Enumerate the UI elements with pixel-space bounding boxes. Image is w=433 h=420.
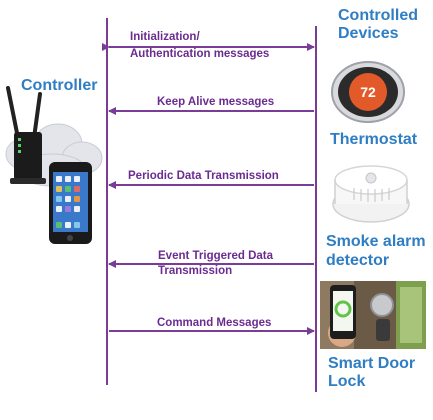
smart-door-lock-label-line1: Smart Door — [328, 355, 416, 372]
thermostat-label: Thermostat — [330, 131, 418, 148]
controlled-devices-title-line2: Devices — [338, 25, 399, 42]
smartphone-icon — [49, 162, 92, 244]
message-command: Command Messages — [157, 317, 272, 329]
smart-door-lock-label-line2: Lock — [328, 373, 366, 390]
message-periodic-data: Periodic Data Transmission — [128, 170, 279, 182]
thermostat-display: 72 — [360, 84, 376, 100]
smoke-detector-image — [332, 165, 410, 223]
smoke-alarm-label-line1: Smoke alarm — [326, 233, 426, 250]
message-keep-alive: Keep Alive messages — [157, 96, 275, 108]
controller-router-phone-image — [5, 86, 103, 244]
router-icon — [6, 86, 46, 184]
smart-door-lock-image — [320, 281, 426, 349]
thermostat-image: 72 — [331, 61, 405, 123]
controller-label: Controller — [21, 77, 98, 94]
controlled-devices-title-line1: Controlled — [338, 7, 418, 24]
message-event-line2: Transmission — [158, 265, 233, 277]
smoke-alarm-label-line2: detector — [326, 252, 390, 269]
message-init-line2: Authentication messages — [130, 48, 270, 60]
message-init-line1: Initialization/ — [130, 31, 200, 43]
message-event-line1: Event Triggered Data — [158, 250, 274, 262]
